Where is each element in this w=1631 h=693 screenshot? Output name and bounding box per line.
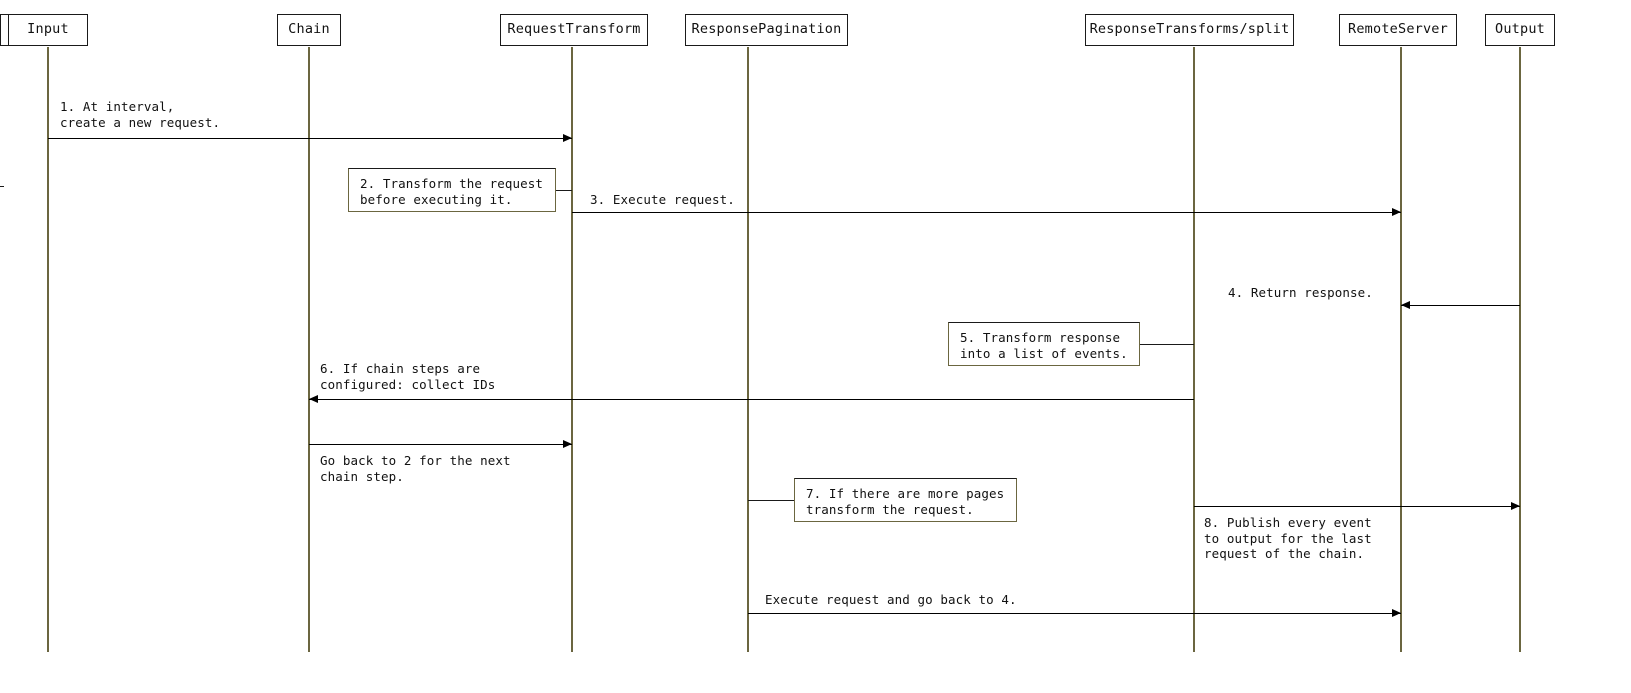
arrowhead-right-icon-m-exec bbox=[1392, 609, 1401, 617]
message-label-m3: 3. Execute request. bbox=[590, 192, 735, 207]
note-connector-n7 bbox=[748, 500, 794, 501]
participant-requesttransform[interactable]: RequestTransform bbox=[500, 14, 648, 46]
note-n2: 2. Transform the request before executin… bbox=[348, 168, 556, 212]
lifeline-output bbox=[1519, 47, 1521, 652]
message-line-m1 bbox=[48, 138, 572, 139]
note-n5: 5. Transform response into a list of eve… bbox=[948, 322, 1140, 366]
lifeline-responsetransforms bbox=[1193, 47, 1195, 652]
message-line-m-goback bbox=[309, 444, 572, 445]
lifeline-responsepagination bbox=[747, 47, 749, 652]
arrowhead-left-icon-m4 bbox=[1401, 301, 1410, 309]
arrowhead-right-icon-m1 bbox=[563, 134, 572, 142]
message-line-m8 bbox=[1194, 506, 1520, 507]
participant-input[interactable]: Input bbox=[8, 14, 88, 46]
message-line-m6 bbox=[309, 399, 1194, 400]
note-connector-n5 bbox=[1140, 344, 1194, 345]
message-label-m8: 8. Publish every event to output for the… bbox=[1204, 515, 1372, 562]
message-line-m3 bbox=[572, 212, 1401, 213]
arrowhead-right-icon-m8 bbox=[1511, 502, 1520, 510]
message-line-m-exec bbox=[748, 613, 1401, 614]
arrowhead-right-icon-m-goback bbox=[563, 440, 572, 448]
participant-remoteserver[interactable]: RemoteServer bbox=[1339, 14, 1457, 46]
message-label-m-exec: Execute request and go back to 4. bbox=[765, 592, 1017, 607]
message-line-m4 bbox=[1401, 305, 1520, 306]
participant-output[interactable]: Output bbox=[1485, 14, 1555, 46]
cropped-box-edge-artifact bbox=[0, 14, 14, 46]
message-label-m6: 6. If chain steps are configured: collec… bbox=[320, 361, 496, 392]
cropped-line-edge-artifact bbox=[0, 186, 4, 187]
message-label-m1: 1. At interval, create a new request. bbox=[60, 99, 221, 130]
note-n7: 7. If there are more pages transform the… bbox=[794, 478, 1017, 522]
lifeline-input bbox=[47, 47, 49, 652]
message-label-m-goback: Go back to 2 for the next chain step. bbox=[320, 453, 511, 484]
lifeline-requesttransform bbox=[571, 47, 573, 652]
lifeline-remoteserver bbox=[1400, 47, 1402, 652]
participant-responsetransforms[interactable]: ResponseTransforms/split bbox=[1085, 14, 1294, 46]
lifeline-chain bbox=[308, 47, 310, 652]
participant-responsepagination[interactable]: ResponsePagination bbox=[685, 14, 848, 46]
participant-chain[interactable]: Chain bbox=[277, 14, 341, 46]
message-label-m4: 4. Return response. bbox=[1228, 285, 1373, 300]
arrowhead-left-icon-m6 bbox=[309, 395, 318, 403]
arrowhead-right-icon-m3 bbox=[1392, 208, 1401, 216]
note-connector-n2 bbox=[556, 190, 572, 191]
